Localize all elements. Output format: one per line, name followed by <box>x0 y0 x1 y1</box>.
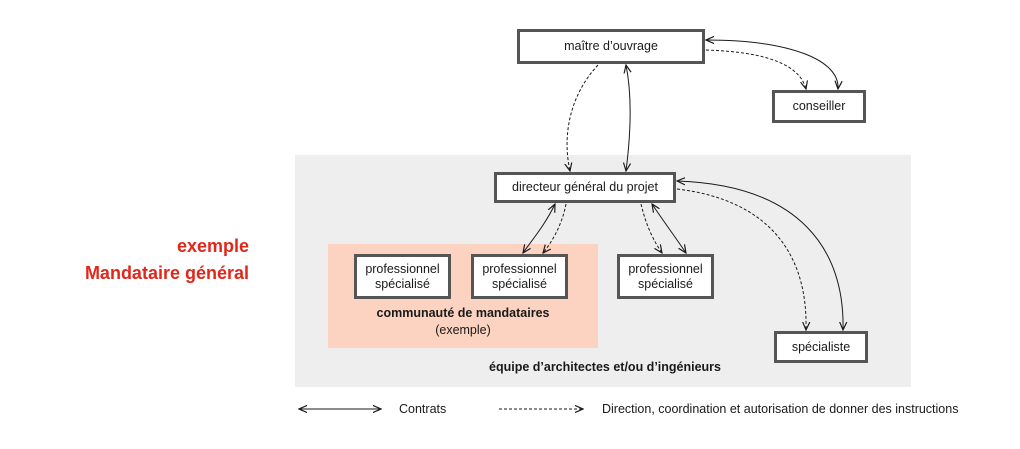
box-professionnel-specialise-3: professionnel spécialisé <box>617 254 714 299</box>
arrow-contract-maitre-directeur <box>626 65 630 171</box>
box-maitre-d-ouvrage: maître d’ouvrage <box>517 29 705 64</box>
legend-contracts-label: Contrats <box>399 402 447 416</box>
arrow-contract-directeur-prof-3 <box>652 204 686 253</box>
box-professionnel-specialise-2: professionnel spécialisé <box>471 254 568 299</box>
legend-direction-label: Direction, coordination et autorisation … <box>602 402 959 416</box>
community-sublabel: (exemple) <box>435 323 491 337</box>
box-directeur-general: directeur général du projet <box>494 172 676 203</box>
arrow-direction-maitre-conseiller <box>705 49 806 89</box>
title-mandataire-general: Mandataire général <box>84 263 249 283</box>
arrow-direction-directeur-prof-3 <box>640 203 662 253</box>
arrow-direction-directeur-specialiste <box>676 188 806 330</box>
community-label: communauté de mandataires <box>376 306 550 320</box>
box-conseiller: conseiller <box>772 90 866 123</box>
title-exemple: exemple <box>176 236 249 256</box>
arrow-direction-maitre-directeur <box>567 64 599 171</box>
box-specialiste: spécialiste <box>774 331 868 363</box>
arrow-direction-directeur-prof-2 <box>543 203 567 253</box>
team-label: équipe d’architectes et/ou d’ingénieurs <box>489 360 721 374</box>
arrow-contract-directeur-specialiste <box>677 181 843 330</box>
arrow-contract-maitre-conseiller <box>706 40 838 89</box>
box-professionnel-specialise-1: professionnel spécialisé <box>354 254 451 299</box>
arrow-contract-directeur-prof-2 <box>523 204 555 253</box>
